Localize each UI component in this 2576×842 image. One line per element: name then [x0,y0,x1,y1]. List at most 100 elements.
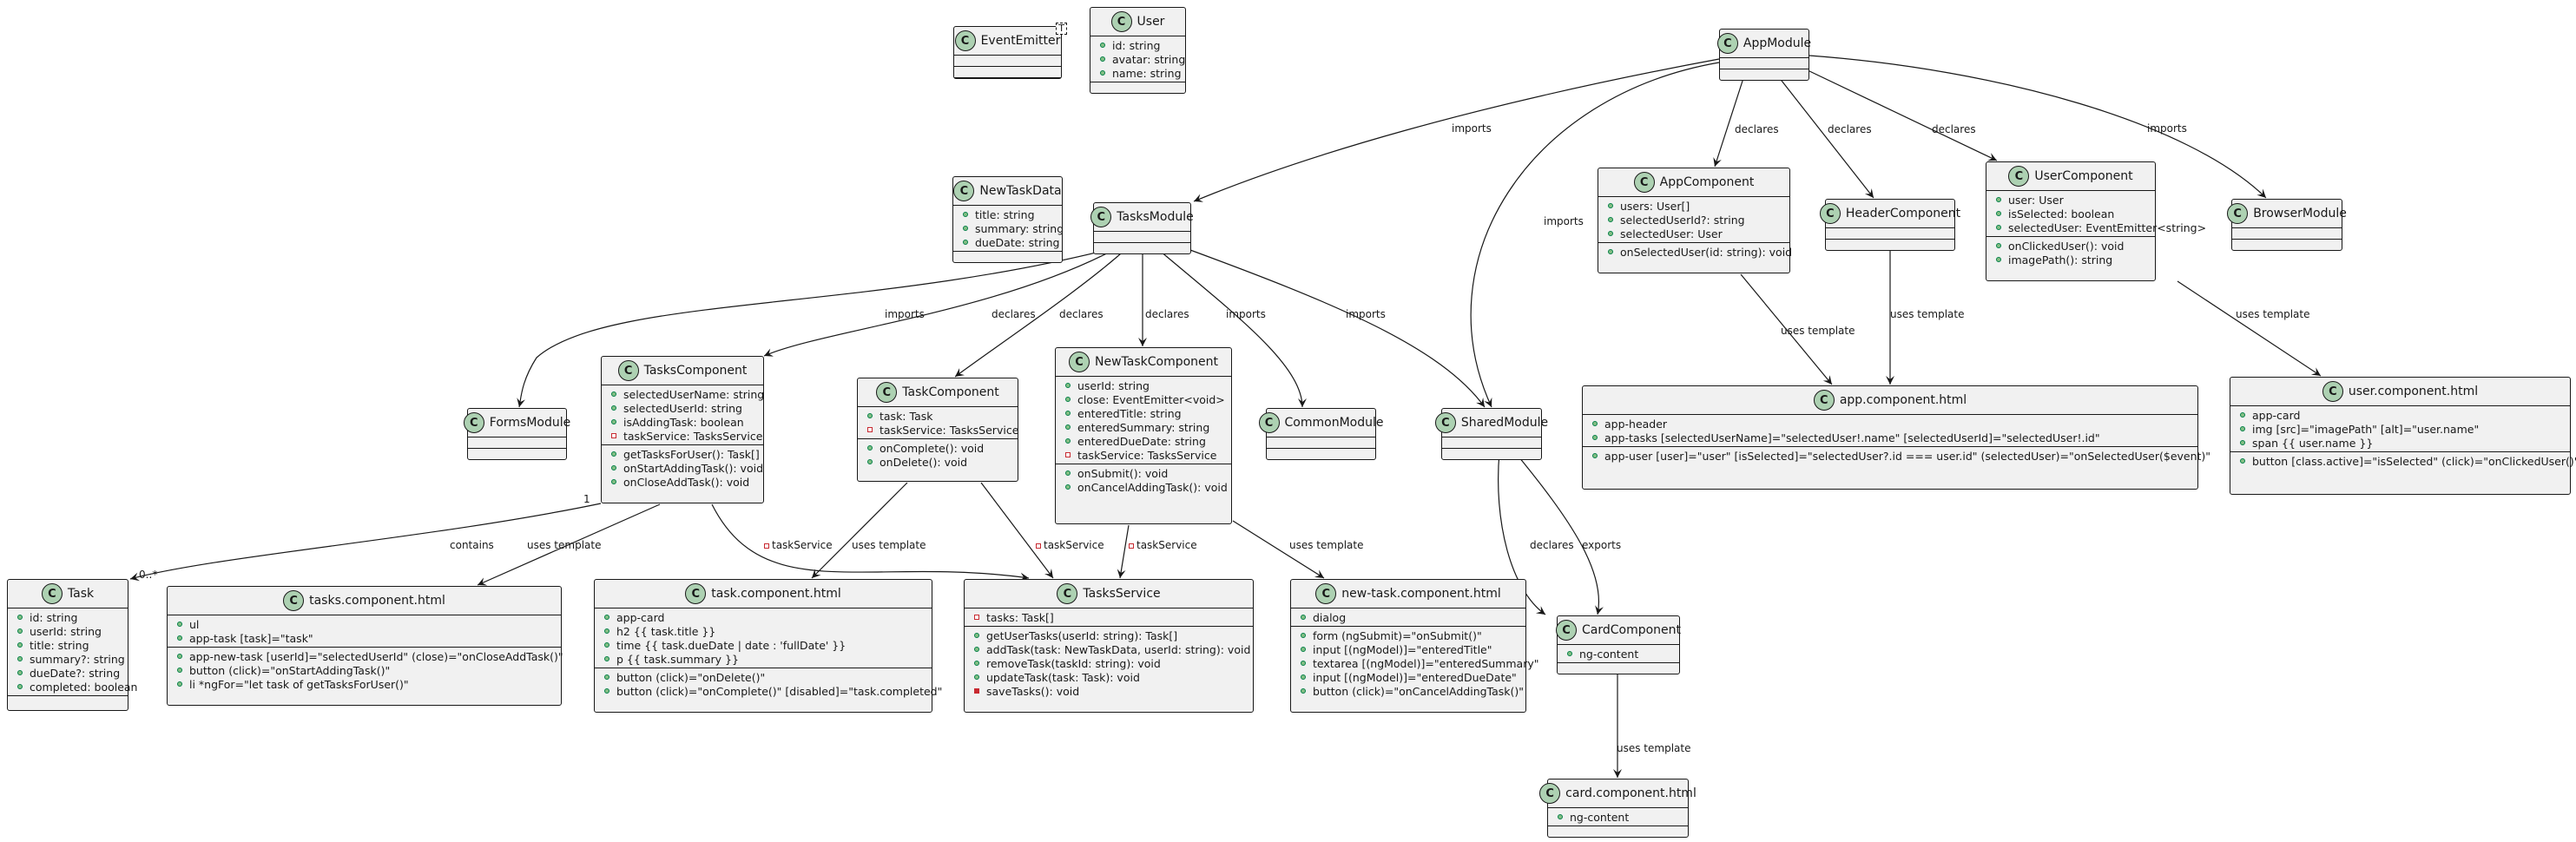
method: textarea [(ngModel)]="enteredSummary" [1291,656,1539,670]
method-text: onCancelAddingTask(): void [1077,480,1228,494]
edge-label-text: taskService [1136,539,1197,551]
edge-label-newtask-taskservice: taskService [1128,539,1197,551]
methods-section [1720,69,1808,80]
public-visibility-icon [1993,243,2003,248]
public-visibility-icon [1993,257,2003,262]
class-stereotype-icon: C [1090,207,1112,227]
public-visibility-icon [609,465,618,470]
edge-label-text: uses template [1617,742,1691,754]
public-visibility-icon [865,459,874,464]
class-stereotype-icon: C [463,412,484,433]
field-text: users: User[] [1620,199,1690,213]
methods-section [954,67,1061,78]
method-text: button (click)="onComplete()" [disabled]… [616,684,943,698]
field-text: tasks: Task[] [986,610,1054,624]
field: task: Task [858,409,1018,423]
fields-section: ng-content [1558,645,1679,663]
edge-label-text: declares [1828,123,1872,135]
public-visibility-icon [972,661,981,666]
method: button (click)="onDelete()" [595,670,932,684]
field-text: avatar: string [1112,52,1186,66]
public-visibility-icon [1097,70,1107,76]
edge-label-tasks-imports-common: imports [1226,308,1266,320]
method-text: input [(ngModel)]="enteredTitle" [1313,642,1492,656]
edge-label-text: imports [1226,308,1266,320]
edge-label-app-declares-header: declares [1828,123,1872,135]
fields-section [1267,437,1375,449]
method-text: button (click)="onStartAddingTask()" [189,663,391,677]
edge-label-app-imports-tasks: imports [1452,122,1492,135]
class-name: TasksService [1083,587,1161,601]
edge-newtask-uses-template [1232,520,1325,579]
method-text: getTasksForUser(): Task[] [623,447,760,461]
public-visibility-icon [1298,633,1308,638]
edge-label-text: uses template [2236,308,2310,320]
public-visibility-icon [865,413,874,418]
edge-label-appcomp-uses-template: uses template [1781,325,1855,337]
class-name: BrowserModule [2253,207,2347,220]
edge-label-text: imports [2147,122,2187,135]
edge-label-mult-many: 0..* [139,569,157,581]
methods-section: getUserTasks(userId: string): Task[]addT… [965,627,1253,700]
field: users: User[] [1598,199,1789,213]
edge-app-imports-tasks [1193,58,1720,202]
field-text: img [src]="imagePath" [alt]="user.name" [2252,422,2480,436]
class-stereotype-icon: C [1110,11,1132,32]
method-text: getUserTasks(userId: string): Task[] [986,628,1178,642]
private-visibility-icon [1128,543,1135,549]
public-visibility-icon [1298,674,1308,680]
public-visibility-icon [1590,421,1599,426]
field-text: selectedUser: EventEmitter<string> [2008,220,2207,234]
method: getTasksForUser(): Task[] [602,447,763,461]
public-visibility-icon [1063,470,1072,476]
private-visibility-icon [972,688,981,694]
method-text: li *ngFor="let task of getTasksForUser()… [189,677,409,691]
method-text: onClickedUser(): void [2008,239,2125,253]
field-text: userId: string [30,624,102,638]
field-text: isSelected: boolean [2008,207,2115,220]
public-visibility-icon [1063,411,1072,416]
class-stereotype-icon: C [953,181,975,201]
class-stereotype-icon: C [283,590,305,611]
field: title: string [953,207,1062,221]
methods-section [1267,449,1375,459]
methods-section: button [class.active]="isSelected" (clic… [2230,452,2576,470]
edge-label-usercomp-uses-template: uses template [2236,308,2309,320]
public-visibility-icon [602,615,611,620]
public-visibility-icon [1298,615,1308,620]
class-stereotype-icon: C [1539,783,1561,804]
class-name: TasksComponent [643,364,748,378]
edge-label-card-uses-template: uses template [1617,742,1690,754]
methods-section: button (click)="onDelete()"button (click… [595,668,942,700]
method-text: onCloseAddTask(): void [623,475,750,489]
class-name: tasks.component.html [309,594,445,608]
field-text: summary: string [975,221,1064,235]
edge-label-text: contains [450,539,494,551]
edge-tasks-imports-shared [1180,246,1486,408]
edge-label-text: exports [1582,539,1622,551]
public-visibility-icon [15,684,24,689]
public-visibility-icon [2237,440,2247,445]
method: onComplete(): void [858,441,1018,455]
class-name: AppComponent [1659,175,1755,189]
class-name: FormsModule [489,416,571,430]
